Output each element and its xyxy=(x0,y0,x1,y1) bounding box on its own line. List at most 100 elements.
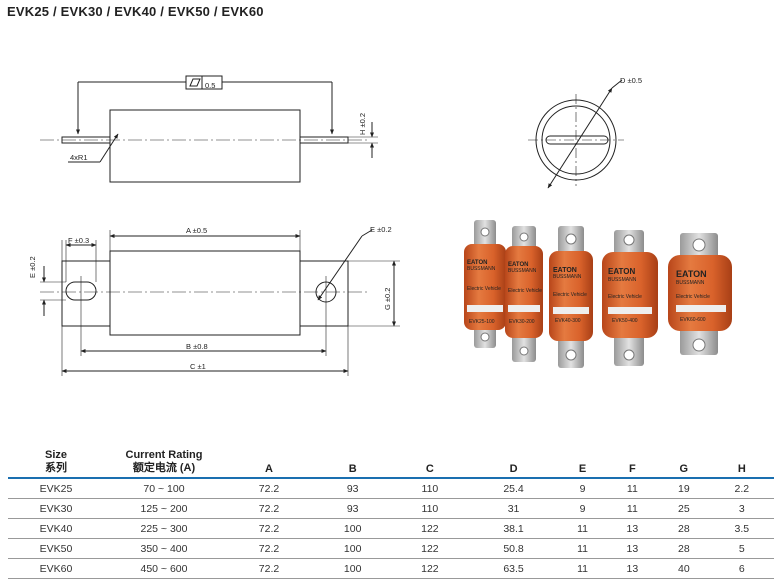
table-cell: 40 xyxy=(658,558,710,579)
svg-text:EATON: EATON xyxy=(676,269,707,279)
table-cell: 72.2 xyxy=(224,478,315,499)
table-cell: 13 xyxy=(606,538,659,559)
table-cell: 93 xyxy=(314,478,392,499)
svg-text:BUSSMANN: BUSSMANN xyxy=(676,280,705,286)
col-header-g: G xyxy=(658,445,710,479)
svg-text:Electric Vehicle: Electric Vehicle xyxy=(467,286,501,292)
table-cell: 122 xyxy=(391,558,469,579)
flatness-value: 0.5 xyxy=(205,81,215,90)
table-cell: 125 ~ 200 xyxy=(104,498,224,519)
table-cell: 9 xyxy=(558,498,607,519)
fuse-photo-evk40: EATON BUSSMANN Electric Vehicle EVK40-30… xyxy=(549,226,593,368)
svg-text:Electric Vehicle: Electric Vehicle xyxy=(508,288,542,294)
d-dimension: D ±0.5 xyxy=(620,76,642,85)
table-cell: 5 xyxy=(709,538,774,559)
c-dimension: C ±1 xyxy=(190,362,206,371)
table-cell: 13 xyxy=(606,518,659,539)
col-header-h: H xyxy=(709,445,774,479)
table-cell: 19 xyxy=(658,478,710,499)
fuse-photo-evk30: EATON BUSSMANN Electric Vehicle EVK30-20… xyxy=(505,226,543,362)
fuse-photo-evk60: EATON BUSSMANN Electric Vehicle EVK60-60… xyxy=(668,233,732,355)
svg-text:EATON: EATON xyxy=(508,262,528,268)
table-cell: EVK40 xyxy=(8,518,104,539)
table-cell: 110 xyxy=(391,498,469,519)
table-cell: EVK60 xyxy=(8,558,104,579)
side-view xyxy=(40,75,378,183)
table-cell: 100 xyxy=(314,558,392,579)
table-cell: 11 xyxy=(558,558,607,579)
fuse-photo-evk25: EATON BUSSMANN Electric Vehicle EVK25-10… xyxy=(464,220,506,348)
table-cell: 31 xyxy=(468,498,559,519)
table-cell: 93 xyxy=(314,498,392,519)
table-cell: 110 xyxy=(391,478,469,499)
b-dimension: B ±0.8 xyxy=(186,342,208,351)
table-cell: 9 xyxy=(558,478,607,499)
table-cell: 100 xyxy=(314,518,392,539)
svg-text:Electric Vehicle: Electric Vehicle xyxy=(608,294,642,300)
table-cell: 11 xyxy=(606,498,659,519)
g-dimension: G ±0.2 xyxy=(383,288,392,310)
table-cell: 25.4 xyxy=(468,478,559,499)
col-header-c: C xyxy=(391,445,469,479)
table-cell: 122 xyxy=(391,538,469,559)
table-cell: 2.2 xyxy=(709,478,774,499)
table-cell: 25 xyxy=(658,498,710,519)
svg-text:EVK50-400: EVK50-400 xyxy=(612,318,638,324)
svg-text:BUSSMANN: BUSSMANN xyxy=(467,266,496,272)
f-dimension: F ±0.3 xyxy=(68,236,89,245)
svg-text:EATON: EATON xyxy=(608,267,635,276)
svg-text:EVK30-200: EVK30-200 xyxy=(509,319,535,325)
svg-text:EVK40-300: EVK40-300 xyxy=(555,318,581,324)
table-cell: EVK25 xyxy=(8,478,104,499)
table-cell: 70 ~ 100 xyxy=(104,478,224,499)
page-title: EVK25 / EVK30 / EVK40 / EVK50 / EVK60 xyxy=(7,4,264,19)
h-dimension: H ±0.2 xyxy=(358,113,367,135)
col-header-a: A xyxy=(224,445,315,479)
table-cell: 28 xyxy=(658,538,710,559)
svg-text:EVK60-600: EVK60-600 xyxy=(680,317,706,323)
technical-drawing: 0.5 H ±0.2 4xR1 D ±0.5 xyxy=(28,75,732,376)
col-header-d: D xyxy=(468,445,559,479)
table-cell: 3 xyxy=(709,498,774,519)
table-cell: 11 xyxy=(558,538,607,559)
table-cell: 38.1 xyxy=(468,518,559,539)
svg-text:BUSSMANN: BUSSMANN xyxy=(608,277,637,283)
table-cell: 72.2 xyxy=(224,498,315,519)
col-header-f: F xyxy=(606,445,659,479)
svg-text:BUSSMANN: BUSSMANN xyxy=(508,268,537,274)
table-cell: 11 xyxy=(558,518,607,539)
table-cell: EVK50 xyxy=(8,538,104,559)
table-cell: 225 ~ 300 xyxy=(104,518,224,539)
col-header-e: E xyxy=(558,445,607,479)
table-cell: 3.5 xyxy=(709,518,774,539)
table-cell: 72.2 xyxy=(224,558,315,579)
table-cell: EVK30 xyxy=(8,498,104,519)
table-cell: 50.8 xyxy=(468,538,559,559)
svg-text:Electric Vehicle: Electric Vehicle xyxy=(676,294,710,300)
table-cell: 72.2 xyxy=(224,538,315,559)
fuse-photo-evk50: EATON BUSSMANN Electric Vehicle EVK50-40… xyxy=(602,230,658,366)
table-cell: 122 xyxy=(391,518,469,539)
table-cell: 13 xyxy=(606,558,659,579)
svg-text:Electric Vehicle: Electric Vehicle xyxy=(553,292,587,298)
a-dimension: A ±0.5 xyxy=(186,226,207,235)
e-dimension: E ±0.2 xyxy=(28,256,37,278)
table-cell: 28 xyxy=(658,518,710,539)
end-view xyxy=(528,79,624,189)
radius-label: 4xR1 xyxy=(70,153,88,162)
table-cell: 63.5 xyxy=(468,558,559,579)
col-header-b: B xyxy=(314,445,392,479)
svg-text:EVK25-100: EVK25-100 xyxy=(469,319,495,325)
table-cell: 72.2 xyxy=(224,518,315,539)
svg-text:BUSSMANN: BUSSMANN xyxy=(553,274,582,280)
svg-text:EATON: EATON xyxy=(467,260,487,266)
